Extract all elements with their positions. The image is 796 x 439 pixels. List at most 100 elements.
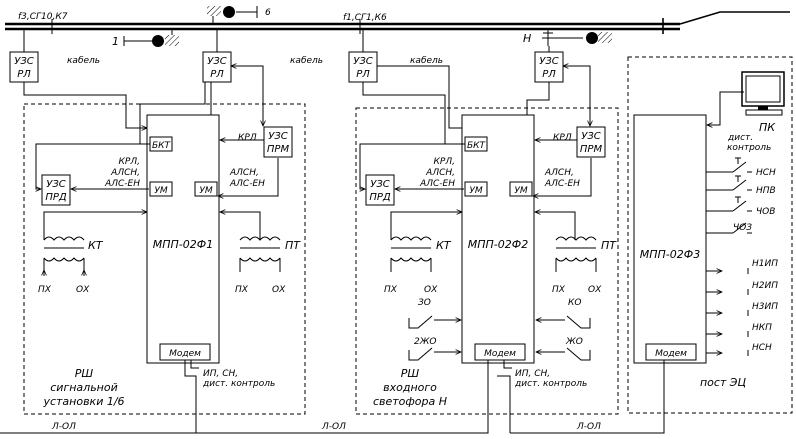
svg-text:УЗС: УЗС: [353, 56, 373, 67]
svg-text:АЛС-ЕН: АЛС-ЕН: [544, 179, 580, 189]
unit2-uzs-prm: УЗС ПРМ: [576, 126, 606, 158]
svg-text:ПХ: ПХ: [235, 285, 249, 295]
svg-text:2ЖО: 2ЖО: [414, 337, 437, 347]
svg-text:Модем: Модем: [484, 349, 516, 359]
unit1-pt-transformer: [239, 236, 281, 272]
svg-text:ПРМ: ПРМ: [267, 144, 290, 155]
svg-text:ПРМ: ПРМ: [580, 144, 603, 155]
track-label-left: f3,СГ10,К7: [18, 12, 68, 22]
svg-text:Н1ИП: Н1ИП: [752, 259, 778, 269]
signal-6-label: 6: [265, 8, 271, 18]
svg-text:ОХ: ОХ: [76, 285, 90, 295]
svg-text:Н2ИП: Н2ИП: [752, 281, 778, 291]
unit1-krl: КРЛ: [238, 133, 257, 143]
l-ol-label-3: Л-ОЛ: [576, 422, 601, 432]
svg-text:ЖО: ЖО: [565, 337, 583, 347]
signal-n: [542, 29, 612, 46]
svg-text:КТ: КТ: [88, 239, 104, 252]
cable-label-3: кабель: [410, 56, 443, 66]
svg-text:УМ: УМ: [469, 186, 482, 196]
indicator-n2ip: [706, 289, 749, 295]
unit2-contact-ko: [536, 315, 591, 329]
svg-text:ПТ: ПТ: [285, 239, 301, 252]
cable-label-2: кабель: [290, 56, 323, 66]
signal-n-label: Н: [523, 32, 531, 45]
svg-text:УЗС: УЗС: [268, 131, 288, 142]
svg-text:ОХ: ОХ: [272, 285, 286, 295]
svg-text:Н3ИП: Н3ИП: [752, 302, 778, 312]
unit2-contact-2zho: [408, 347, 461, 361]
svg-text:АЛСН,: АЛСН,: [229, 168, 259, 178]
indicator-nkp: [706, 331, 749, 337]
signal-1-label: 1: [112, 35, 119, 48]
svg-text:АЛС-ЕН: АЛС-ЕН: [104, 179, 140, 189]
svg-text:ЧОВ: ЧОВ: [756, 207, 775, 217]
unit2-contact-zho: [536, 347, 591, 361]
unit1-um-left: [149, 181, 173, 197]
cable-label-1: кабель: [67, 56, 100, 66]
svg-text:входного: входного: [383, 381, 437, 394]
svg-text:контроль: контроль: [727, 143, 771, 153]
key-choz: [706, 222, 752, 234]
unit2-mpp-block: [461, 114, 535, 364]
post-block-label: МПП-02Ф3: [640, 248, 700, 261]
svg-text:сигнальной: сигнальной: [50, 381, 118, 394]
signal-1: [123, 29, 179, 47]
svg-text:УЗС: УЗС: [539, 56, 559, 67]
svg-text:дист. контроль: дист. контроль: [514, 379, 587, 389]
svg-text:ИП, СН,: ИП, СН,: [203, 369, 238, 379]
svg-text:КРЛ,: КРЛ,: [434, 157, 455, 167]
unit1-uzs-prm: УЗС ПРМ: [263, 126, 293, 158]
svg-text:РЛ: РЛ: [210, 69, 224, 80]
svg-text:УЗС: УЗС: [46, 179, 66, 190]
svg-text:НСН: НСН: [752, 343, 772, 353]
svg-text:ПХ: ПХ: [552, 285, 566, 295]
unit2-contact-zo: [408, 315, 461, 329]
unit1-kt-transformer: [44, 236, 84, 276]
track-label-mid: f1,СГ1,К6: [343, 13, 387, 23]
key-chov: [706, 196, 752, 212]
svg-text:АЛС-ЕН: АЛС-ЕН: [229, 179, 265, 189]
svg-text:БКТ: БКТ: [152, 141, 172, 151]
indicator-nsn: [706, 350, 749, 356]
post-mpp-block: [633, 114, 707, 364]
svg-text:АЛСН,: АЛСН,: [544, 168, 574, 178]
svg-text:РЛ: РЛ: [356, 69, 370, 80]
l-ol-line: [0, 360, 665, 434]
uzs-rl-4: УЗС РЛ: [534, 51, 564, 83]
pc-label: ПК: [759, 121, 776, 134]
uzs-rl-3: УЗС РЛ: [348, 51, 378, 83]
post-caption: пост ЭЦ: [700, 376, 747, 389]
svg-text:НСН: НСН: [756, 168, 776, 178]
uzs-rl-1: УЗС РЛ: [9, 51, 39, 83]
unit1-uzs-prd: УЗС ПРД: [41, 174, 71, 206]
indicator-n1ip: [706, 268, 749, 274]
svg-text:Модем: Модем: [169, 349, 201, 359]
svg-text:ПРД: ПРД: [369, 192, 391, 203]
svg-text:ПТ: ПТ: [601, 239, 617, 252]
post-modem: [645, 343, 697, 361]
uzs-rl-2: УЗС РЛ: [202, 51, 232, 83]
unit2-krl: КРЛ: [553, 133, 572, 143]
unit2-pt-transformer: [555, 236, 597, 272]
svg-text:ПРД: ПРД: [45, 192, 67, 203]
svg-text:БКТ: БКТ: [467, 141, 487, 151]
svg-text:светофора Н: светофора Н: [373, 395, 447, 408]
svg-text:УЗС: УЗС: [370, 179, 390, 190]
pc-icon: [741, 71, 785, 116]
unit2-um-left: [464, 181, 488, 197]
unit2-block-label: МПП-02Ф2: [468, 238, 528, 251]
indicator-n3ip: [706, 310, 749, 316]
svg-text:УМ: УМ: [199, 186, 212, 196]
svg-text:ИП, СН,: ИП, СН,: [515, 369, 550, 379]
unit2-modem: [474, 343, 526, 361]
svg-text:АЛС-ЕН: АЛС-ЕН: [419, 179, 455, 189]
unit1-block-label: МПП-02Ф1: [153, 238, 213, 251]
l-ol-label-1: Л-ОЛ: [51, 422, 76, 432]
svg-text:Модем: Модем: [655, 349, 687, 359]
l-ol-label-2: Л-ОЛ: [321, 422, 346, 432]
svg-text:КТ: КТ: [436, 239, 452, 252]
svg-text:установки 1/6: установки 1/6: [42, 395, 124, 408]
svg-text:ОХ: ОХ: [424, 285, 438, 295]
